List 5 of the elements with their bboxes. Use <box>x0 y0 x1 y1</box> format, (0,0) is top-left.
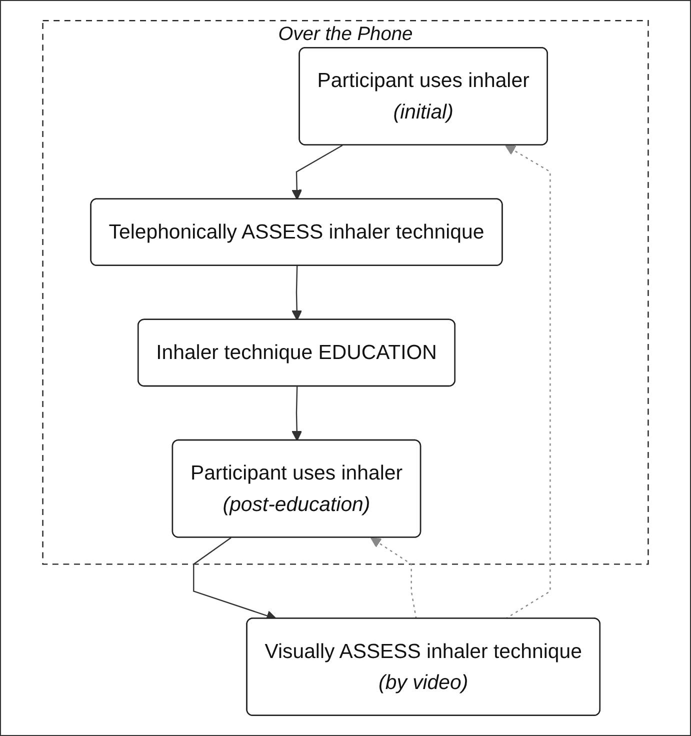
arrow <box>505 144 551 620</box>
arrow <box>292 266 302 320</box>
arrow <box>370 537 417 619</box>
arrow <box>292 144 343 200</box>
arrow <box>292 386 302 442</box>
